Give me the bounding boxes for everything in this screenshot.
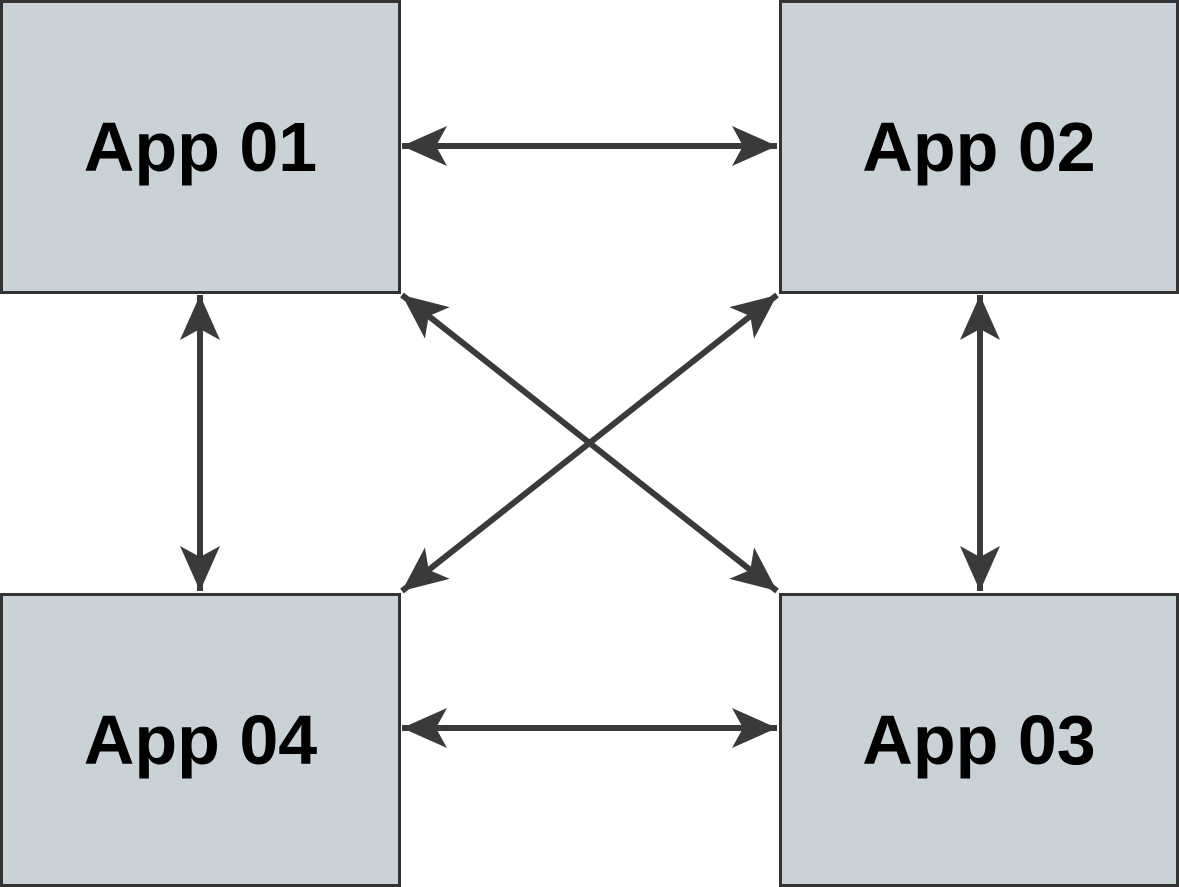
- node-app03: App 03: [779, 593, 1179, 887]
- edge-app02-app04: [400, 292, 779, 594]
- node-app01-label: App 01: [83, 108, 318, 186]
- node-app02: App 02: [779, 0, 1179, 294]
- node-app02-label: App 02: [862, 108, 1096, 186]
- node-app04-label: App 04: [83, 701, 318, 779]
- node-app04: App 04: [0, 593, 401, 887]
- node-app01: App 01: [0, 0, 401, 294]
- node-app03-label: App 03: [862, 701, 1096, 779]
